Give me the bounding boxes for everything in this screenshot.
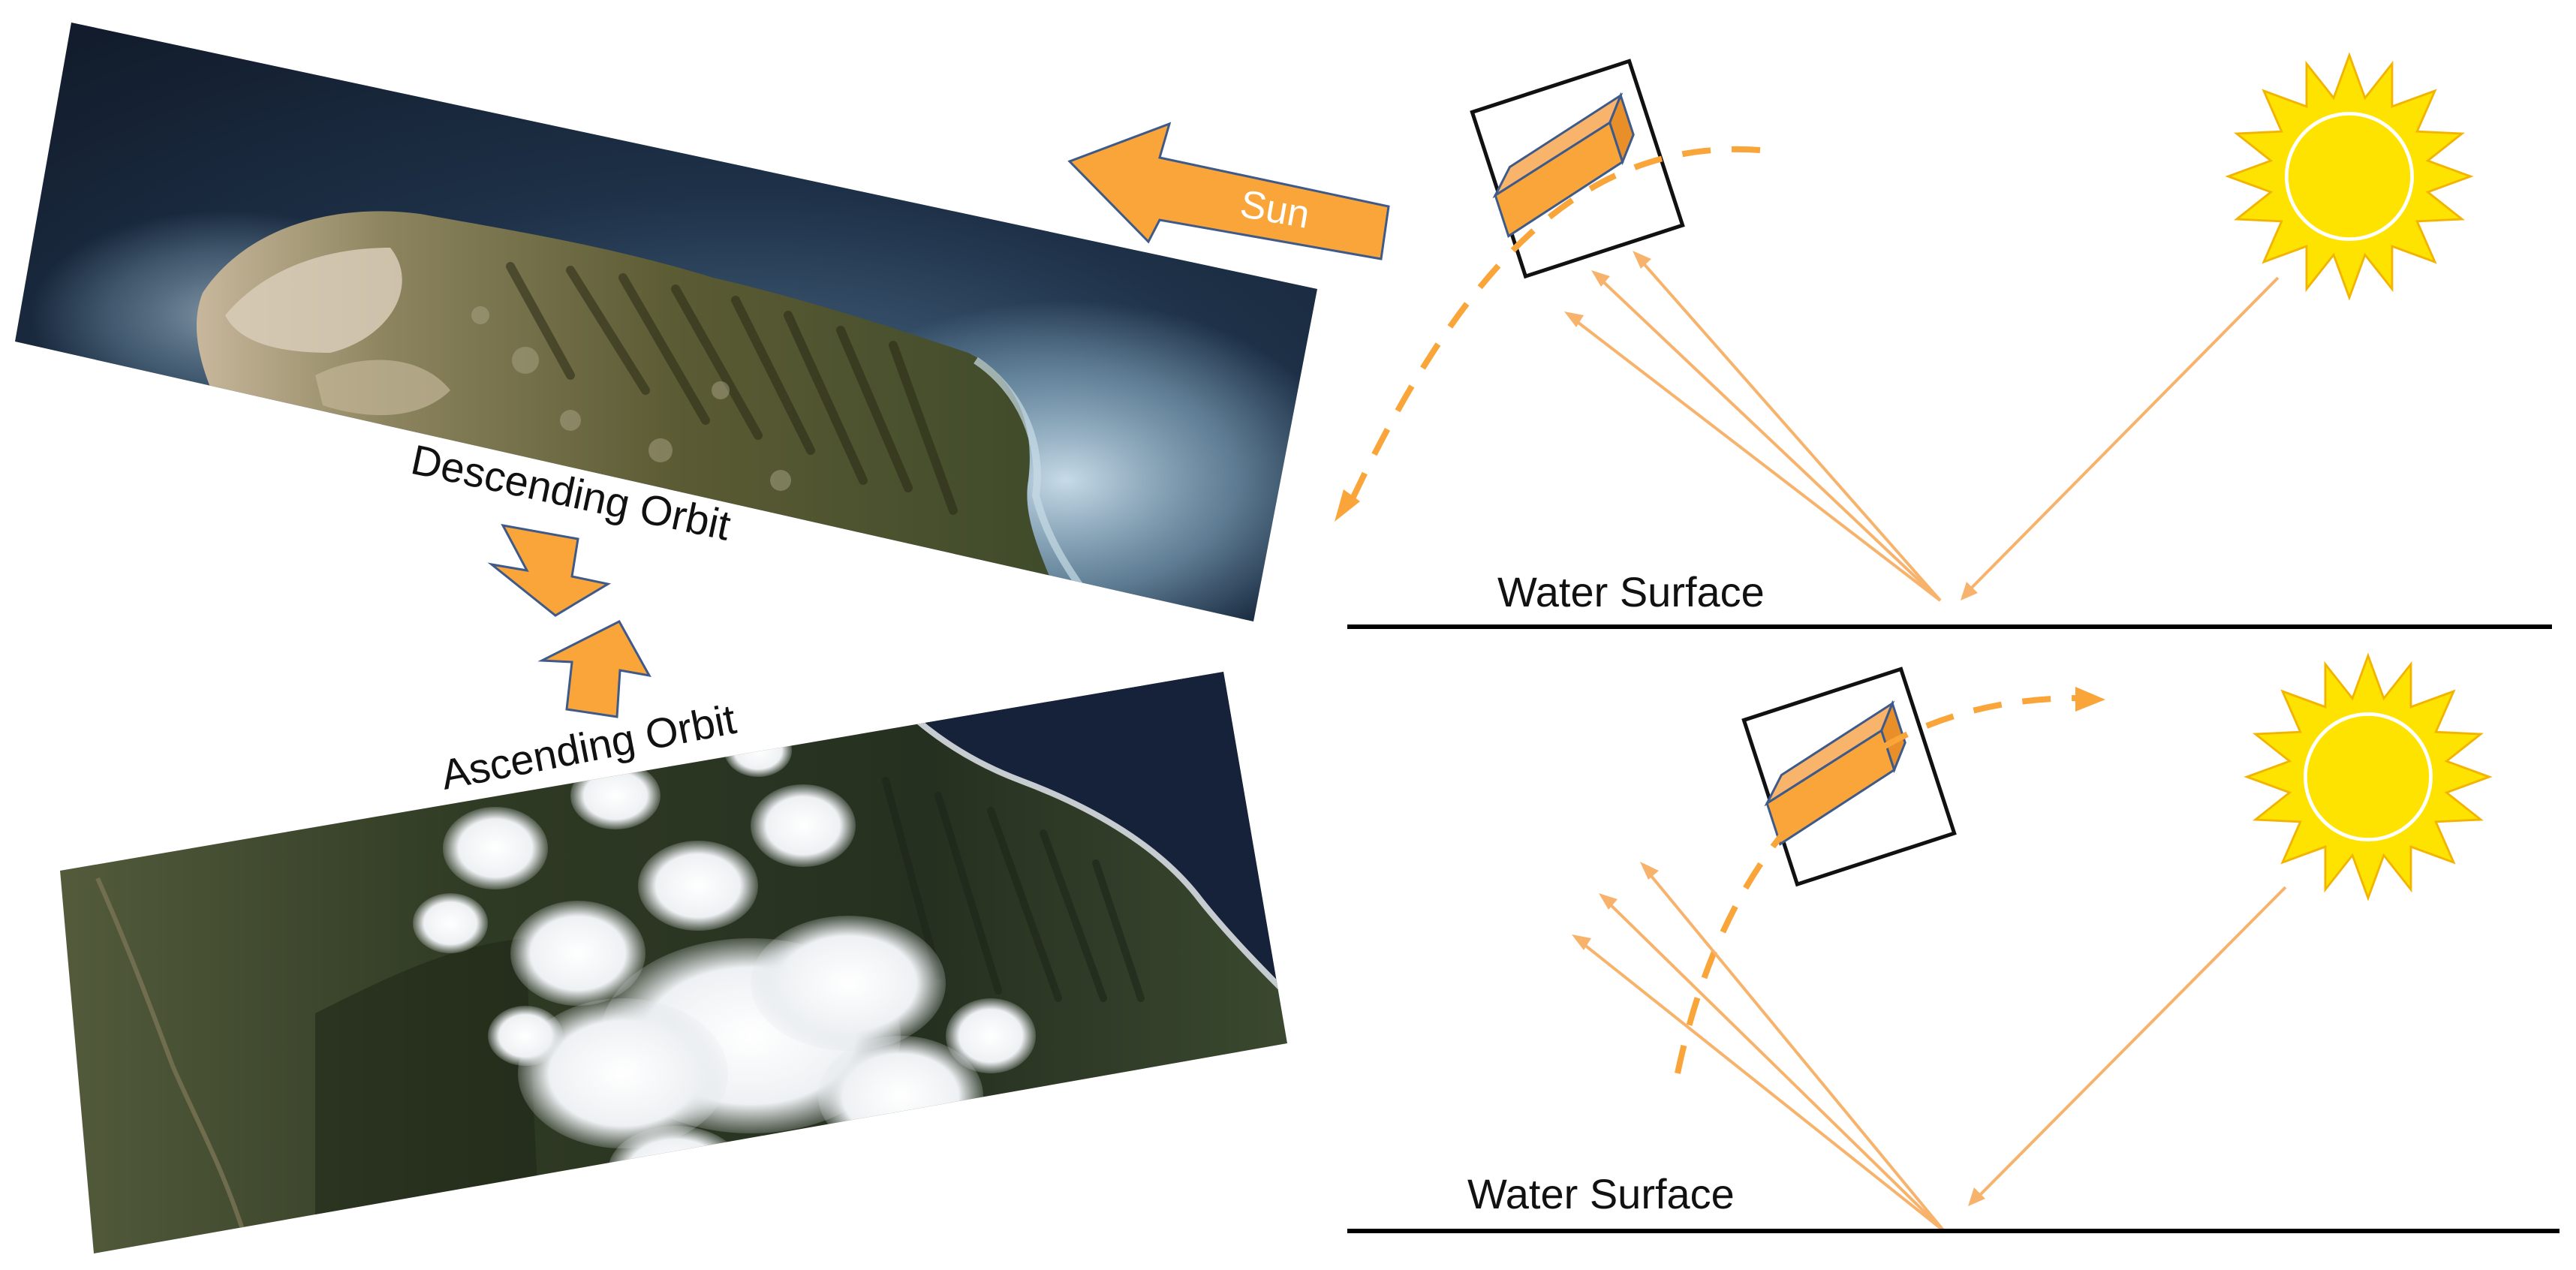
satellite-icon (1741, 667, 1957, 887)
water-surface-label-top: Water Surface (1497, 568, 1765, 615)
arrow-icon (1067, 122, 1390, 260)
satellite-icon (1470, 59, 1685, 279)
water-surface-label-bottom: Water Surface (1467, 1170, 1735, 1217)
ray-arrowheads (1564, 251, 1978, 600)
arc-arrowhead-icon (2075, 687, 2105, 712)
sun-icon (2247, 656, 2490, 898)
ascending-geometry-panel: Water Surface (1347, 656, 2559, 1233)
satellite-path-arc (1675, 695, 2080, 1074)
satellite-path-arc (1341, 146, 1761, 519)
descending-geometry-panel: Water Surface (1335, 55, 2552, 629)
descending-orbit-image (15, 23, 1317, 621)
reflection-rays (1575, 865, 2287, 1232)
arc-arrowhead-icon (1335, 489, 1360, 522)
sun-icon (2228, 55, 2471, 297)
down-arrow-icon (487, 523, 612, 617)
reflection-rays (1567, 254, 2280, 602)
up-arrow-icon (537, 620, 652, 718)
ray-arrowheads (1572, 862, 1985, 1206)
sun-direction-arrow: Sun (1067, 122, 1390, 260)
